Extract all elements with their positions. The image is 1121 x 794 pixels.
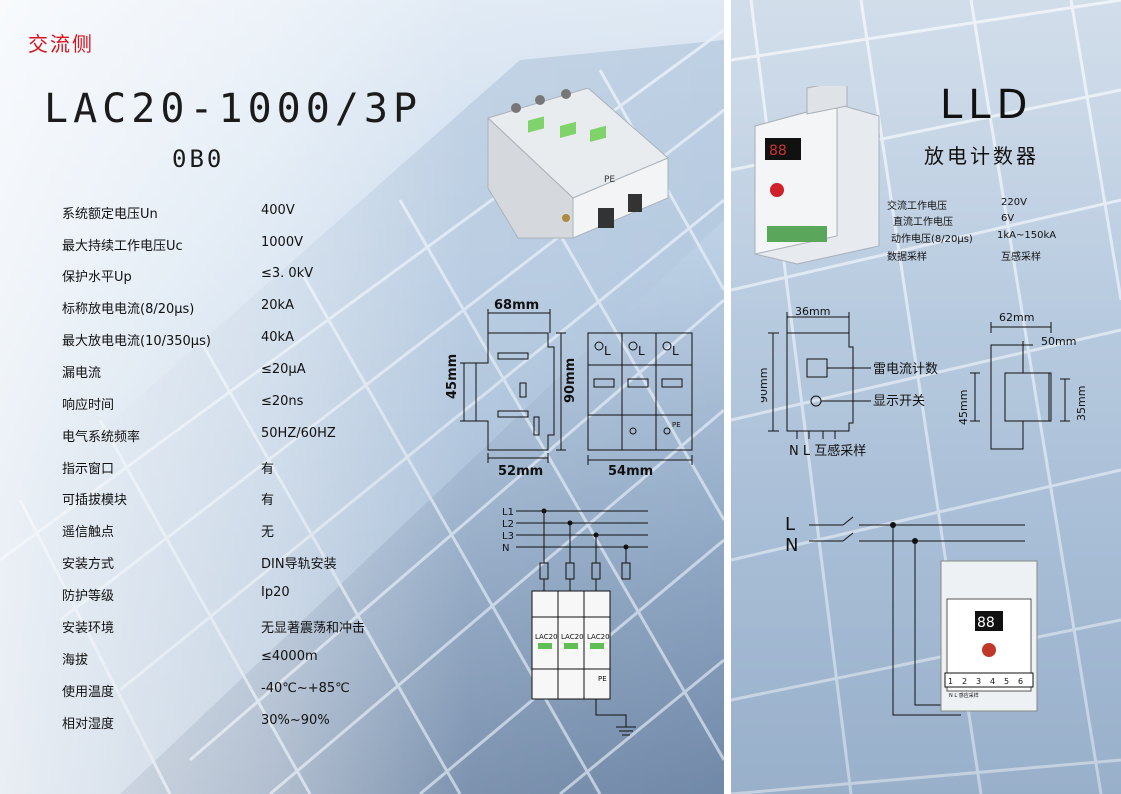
callout-label: 显示开关 <box>873 394 925 409</box>
right-spec-value: 1kA~150kA <box>997 230 1057 241</box>
dim-label: 90mm <box>761 368 770 403</box>
model-number: LAC20-1000/3P <box>44 86 423 132</box>
pe-label: PE <box>598 675 607 683</box>
module-label: LAC20 <box>535 633 558 641</box>
spec-value: 50HZ/60HZ <box>261 426 336 441</box>
spec-label: 相对湿度 <box>62 717 115 732</box>
callout-label: N L 互感采样 <box>789 443 866 459</box>
spec-value: 无显著震荡和冲击 <box>261 621 366 636</box>
terminal-label: PE <box>672 421 681 429</box>
spec-value: 40kA <box>261 330 294 345</box>
dim-label: 68mm <box>494 298 539 313</box>
line-label: N <box>785 535 798 556</box>
dim-label: 45mm <box>957 390 970 425</box>
right-spec-value: 220V <box>1001 197 1027 208</box>
spd-product-image: PE <box>487 88 669 239</box>
spec-value: 有 <box>261 493 275 508</box>
right-spec-value: 6V <box>1001 213 1015 224</box>
spec-label: 电气系统频率 <box>62 430 141 445</box>
terminal-label: L <box>672 344 679 358</box>
line-label: L3 <box>502 531 514 542</box>
section-title: 交流侧 <box>28 32 94 56</box>
terminal-number: 6 <box>1018 677 1023 686</box>
spec-value: 400V <box>261 203 295 218</box>
right-spec-label: 直流工作电压 <box>893 217 953 228</box>
terminal-number: 3 <box>976 677 981 686</box>
counter-digits: 88 <box>977 615 995 631</box>
spec-value: 1000V <box>261 235 303 250</box>
dim-label: 62mm <box>999 311 1034 324</box>
line-label: L2 <box>502 519 514 530</box>
spec-label: 防护等级 <box>62 589 115 604</box>
line-label: L1 <box>502 507 514 518</box>
product-title: LLD <box>940 82 1034 128</box>
spec-label: 系统额定电压Un <box>62 207 158 222</box>
dim-label: 45mm <box>445 354 460 399</box>
spec-label: 标称放电电流(8/20μs) <box>62 302 195 317</box>
right-page: LLD 放电计数器 88 交流工作电压 220V 直流工作电压 6V 动作电压(… <box>731 0 1121 794</box>
left-page: 交流侧 LAC20-1000/3P 0B0 系统额定电压Un 400V 最大持续工… <box>0 0 724 794</box>
spec-value: 20kA <box>261 298 294 313</box>
spec-value: 无 <box>261 525 275 540</box>
spec-value: Ip20 <box>261 585 290 600</box>
dim-label: 90mm <box>563 358 578 403</box>
module-label: LAC20 <box>561 633 584 641</box>
spec-value: ≤3. 0kV <box>261 266 314 281</box>
spec-value: 有 <box>261 462 275 477</box>
spec-value: ≤20μA <box>261 362 306 377</box>
spec-value: ≤20ns <box>261 394 304 409</box>
spec-label: 保护水平Up <box>62 270 132 285</box>
model-suffix: 0B0 <box>172 145 225 173</box>
terminal-number: 5 <box>1004 677 1009 686</box>
terminal-number: 1 <box>948 677 953 686</box>
counter-dimension-drawing: 36mm 90mm 62mm 50mm 45mm 35mm 雷电流计数 显示开关… <box>761 305 1088 459</box>
spd-wiring-diagram: L1 L2 L3 N LAC20 LAC20 LAC20 PE <box>502 507 648 736</box>
spec-label: 安装环境 <box>62 621 115 636</box>
counter-digits: 88 <box>769 143 787 159</box>
product-subtitle: 放电计数器 <box>924 144 1039 168</box>
spec-label: 遥信触点 <box>62 525 115 540</box>
spec-label: 响应时间 <box>62 398 115 413</box>
spec-value: 30%~90% <box>261 713 330 728</box>
spec-value: ≤4000m <box>261 649 318 664</box>
spec-label: 使用温度 <box>62 685 115 700</box>
spec-label: 安装方式 <box>62 557 115 572</box>
spec-label: 最大持续工作电压Uc <box>62 239 183 254</box>
spd-dimension-drawing: 68mm 45mm 52mm 90mm 54mm L L L PE <box>445 298 693 479</box>
page-gutter <box>724 0 731 794</box>
terminal-label: L <box>604 344 611 358</box>
terminal-number: 2 <box>962 677 967 686</box>
line-label: N <box>502 543 509 554</box>
module-label: LAC20 <box>587 633 610 641</box>
dim-label: 52mm <box>498 464 543 479</box>
right-spec-label: 动作电压(8/20μs) <box>891 234 973 245</box>
spec-label: 指示窗口 <box>62 462 115 477</box>
line-label: L <box>785 514 795 535</box>
spec-label: 可插拔模块 <box>62 493 128 508</box>
spec-label: 漏电流 <box>62 366 102 381</box>
right-spec-label: 交流工作电压 <box>887 201 947 212</box>
dim-label: 36mm <box>795 305 830 318</box>
right-spec-label: 数据采样 <box>887 252 927 263</box>
spec-label: 海拔 <box>62 653 89 668</box>
dim-label: 50mm <box>1041 335 1076 348</box>
spec-value: -40℃~+85℃ <box>261 681 350 696</box>
callout-label: 雷电流计数 <box>873 362 938 377</box>
dim-label: 35mm <box>1075 386 1088 421</box>
right-spec-value: 互感采样 <box>1001 252 1041 263</box>
terminal-number: 4 <box>990 677 995 686</box>
pe-marking: PE <box>604 175 615 185</box>
terminal-label: L <box>638 344 645 358</box>
counter-product-image: 88 <box>754 86 880 265</box>
counter-wiring-diagram: L N 88 1 2 3 4 5 6 N L 感应采样 <box>785 514 1038 716</box>
spec-value: DIN导轨安装 <box>261 557 337 572</box>
dim-label: 54mm <box>608 464 653 479</box>
terminal-caption: N L 感应采样 <box>949 692 979 699</box>
spec-label: 最大放电电流(10/350μs) <box>62 334 211 349</box>
